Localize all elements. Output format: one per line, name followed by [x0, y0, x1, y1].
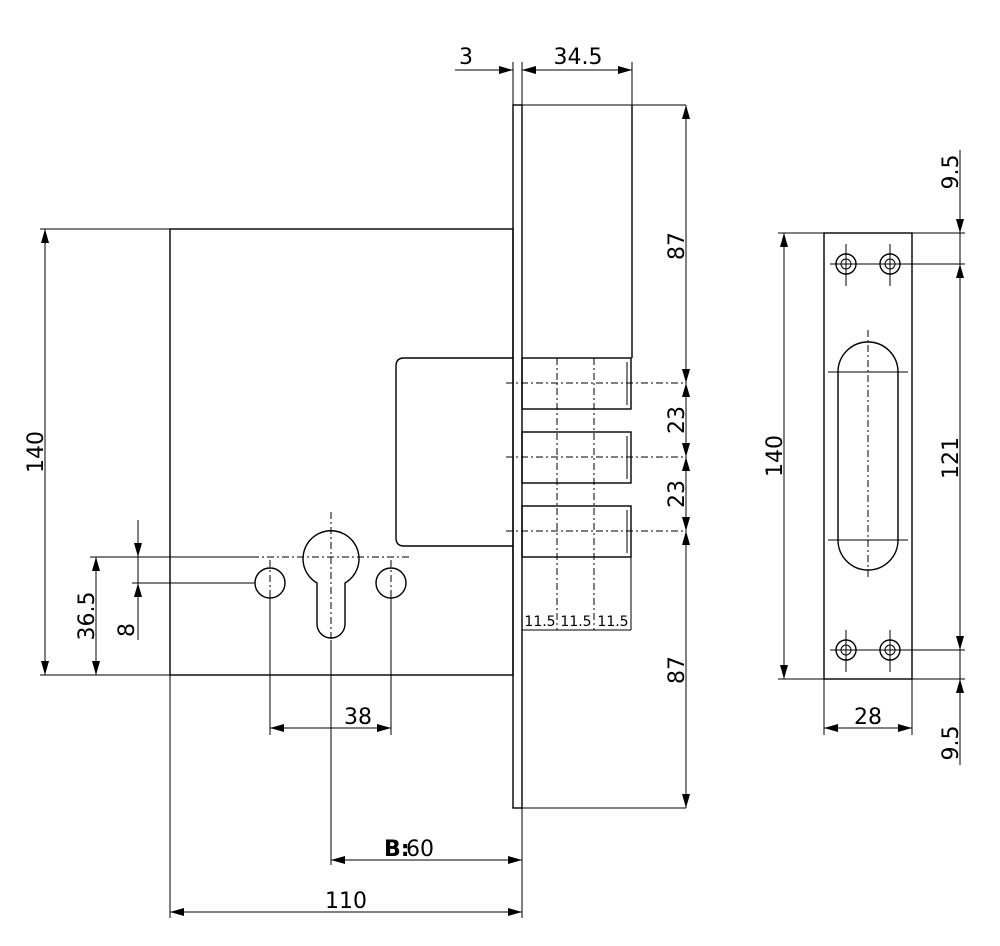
dim-cylinder-height: 36.5 — [75, 592, 100, 641]
dim-case-depth-top: 34.5 — [554, 45, 603, 70]
arrow — [780, 665, 788, 679]
dim-screw-spacing: 38 — [344, 705, 372, 730]
dim-bolt-width-3: 11.5 — [597, 614, 628, 630]
dim-case-height: 140 — [24, 431, 49, 473]
dim-backset-value: 60 — [406, 837, 434, 862]
arrow — [41, 661, 49, 675]
arrow — [956, 679, 964, 693]
arrow — [898, 724, 912, 732]
arrow — [682, 443, 690, 457]
arrow — [331, 856, 345, 864]
cylinder-cutout — [252, 512, 410, 640]
dim-faceplate-thickness: 3 — [459, 45, 473, 70]
arrow — [508, 856, 522, 864]
case-outline — [169, 228, 514, 676]
arrow — [682, 369, 690, 383]
arrow — [824, 724, 838, 732]
arrow — [522, 66, 536, 74]
bolt-carriage — [395, 357, 513, 547]
strike-dimensions: 140 9.5 121 9.5 28 — [763, 150, 965, 765]
dim-bottom-to-bolt: 87 — [665, 656, 690, 684]
arrow — [682, 531, 690, 545]
arrow — [92, 557, 100, 571]
arrow — [682, 794, 690, 808]
arrow — [682, 383, 690, 397]
dim-backset-label: B: — [384, 837, 410, 862]
dim-bolt-spacing-1: 23 — [665, 406, 690, 434]
arrow — [134, 543, 142, 557]
lock-case — [169, 104, 686, 809]
arrow — [499, 66, 513, 74]
arrow — [377, 724, 391, 732]
arrow — [41, 229, 49, 243]
dim-strike-width: 28 — [854, 705, 882, 730]
arrow — [508, 908, 522, 916]
arrow — [618, 66, 632, 74]
arrow — [682, 105, 690, 119]
deadbolts — [506, 357, 686, 630]
dim-bolt-width-2: 11.5 — [560, 614, 591, 630]
dim-strike-bottom-margin: 9.5 — [939, 726, 964, 761]
arrow — [134, 583, 142, 597]
arrow — [682, 517, 690, 531]
euro-cylinder-profile — [302, 530, 360, 639]
dim-strike-top-margin: 9.5 — [939, 155, 964, 190]
strike-plate-outline — [823, 232, 913, 680]
dim-strike-height: 140 — [763, 435, 788, 477]
arrow — [956, 636, 964, 650]
arrow — [780, 233, 788, 247]
arrow — [956, 219, 964, 233]
arrow — [956, 264, 964, 278]
dim-strike-hole-spacing: 121 — [939, 437, 964, 479]
arrow — [682, 457, 690, 471]
dimension-lines: 3 34.5 87 23 23 87 11.5 11.5 11.5 140 36… — [24, 45, 690, 918]
arrow — [270, 724, 284, 732]
dim-pin-offset: 8 — [115, 623, 140, 637]
dim-bolt-width-1: 11.5 — [524, 614, 555, 630]
dim-bolt-spacing-2: 23 — [665, 480, 690, 508]
arrow — [92, 661, 100, 675]
dim-top-to-bolt: 87 — [665, 232, 690, 260]
strike-plate — [823, 232, 965, 680]
dim-case-width: 110 — [325, 889, 367, 914]
arrow — [170, 908, 184, 916]
